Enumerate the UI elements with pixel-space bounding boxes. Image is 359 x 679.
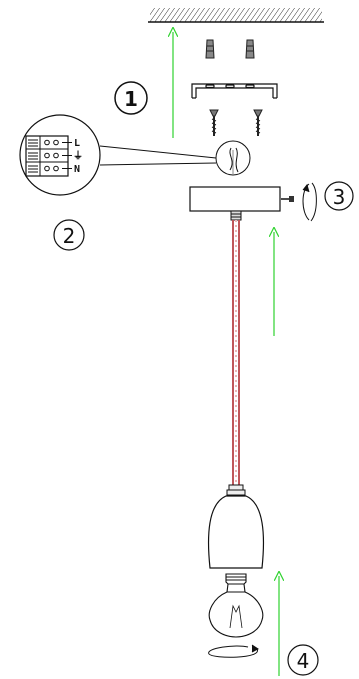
lamp-holder-icon — [226, 484, 246, 496]
ceiling-hatch-icon — [148, 8, 324, 23]
leader-line — [99, 145, 217, 159]
step-2-badge: 2 — [53, 219, 85, 251]
lamp-shade-icon — [207, 495, 265, 569]
step-1-badge: 1 — [114, 81, 148, 115]
light-bulb-icon — [208, 573, 264, 638]
junction-detail-source — [215, 140, 251, 176]
rotate-arrow-icon — [208, 644, 259, 658]
connector-block-detail: L ⏚ N — [19, 114, 101, 196]
cable-grip-icon — [230, 210, 242, 221]
terminal-label-earth: ⏚ — [73, 150, 83, 162]
step-3-badge: 3 — [324, 181, 354, 211]
set-screw-icon — [281, 196, 294, 202]
terminal-label-live: L — [74, 138, 80, 149]
cable-icon — [232, 220, 240, 486]
step-1-label: 1 — [124, 87, 138, 111]
wall-plug-icon — [205, 39, 215, 59]
screw-icon — [253, 109, 263, 136]
step-3-label: 3 — [333, 185, 346, 209]
step-2-label: 2 — [63, 224, 76, 248]
canopy-icon — [189, 186, 281, 212]
terminal-label-neutral: N — [74, 164, 80, 175]
leader-line — [99, 162, 217, 166]
step-4-badge: 4 — [287, 644, 319, 676]
wall-plug-icon — [245, 39, 255, 59]
rotate-arrow-icon — [302, 182, 317, 222]
step-4-label: 4 — [297, 649, 310, 673]
mounting-bracket-icon — [191, 83, 278, 99]
screw-icon — [209, 109, 219, 136]
